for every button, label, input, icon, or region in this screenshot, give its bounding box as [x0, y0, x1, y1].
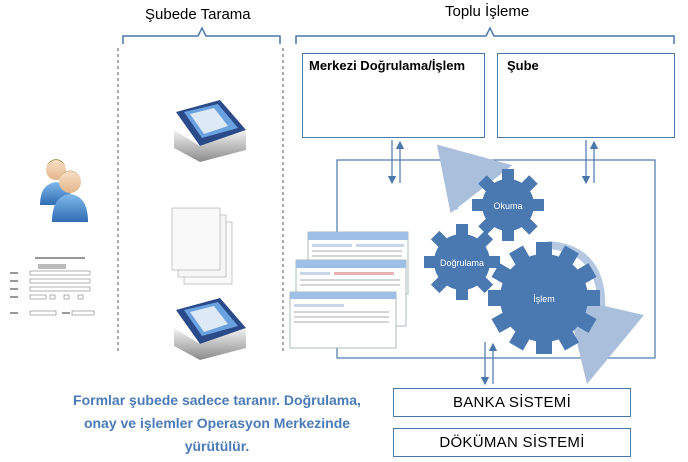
heading-branch-scan: Şubede Tarama: [145, 6, 251, 23]
customer-people-icon: [40, 159, 88, 222]
gear-label-verification: Doğrulama: [440, 258, 484, 268]
bank-system-box: BANKA SİSTEMİ: [393, 388, 631, 417]
branch-label: Şube: [507, 58, 539, 73]
central-verification-label: Merkezi Doğrulama/İşlem: [309, 58, 466, 73]
brace-branch-scan: [122, 26, 281, 44]
paper-stack-icon: [171, 207, 233, 285]
central-verification-box: Merkezi Doğrulama/İşlem: [302, 53, 485, 138]
scanner-icon-top: [174, 100, 246, 162]
document-system-box: DÖKÜMAN SİSTEMİ: [393, 428, 631, 457]
caption-line-3: yürütülür.: [184, 438, 250, 454]
arrows-bank: [480, 342, 498, 386]
application-form-icon: [8, 255, 108, 327]
gear-label-processing: İşlem: [533, 294, 555, 304]
gear-reading: [472, 169, 544, 241]
gear-processing: [488, 242, 600, 354]
arrows-branch: [581, 140, 599, 185]
caption-line-2: onay ve işlemler Operasyon Merkezinde: [83, 415, 351, 431]
gear-label-reading: Okuma: [493, 201, 522, 211]
scanner-icon-bottom: [174, 298, 246, 360]
arrows-central: [387, 140, 405, 185]
flow-arrow-top: [436, 144, 513, 214]
heading-batch-processing: Toplu İşleme: [445, 3, 530, 20]
form-screenshots: [289, 231, 409, 349]
branch-box: Şube: [497, 53, 675, 138]
brace-batch-processing: [295, 26, 675, 44]
flow-arrow-right: [547, 241, 644, 384]
caption-line-1: Formlar şubede sadece taranır. Doğrulama…: [73, 392, 361, 408]
gear-verification: [424, 224, 500, 300]
caption-text: Formlar şubede sadece taranır. Doğrulama…: [42, 389, 392, 458]
